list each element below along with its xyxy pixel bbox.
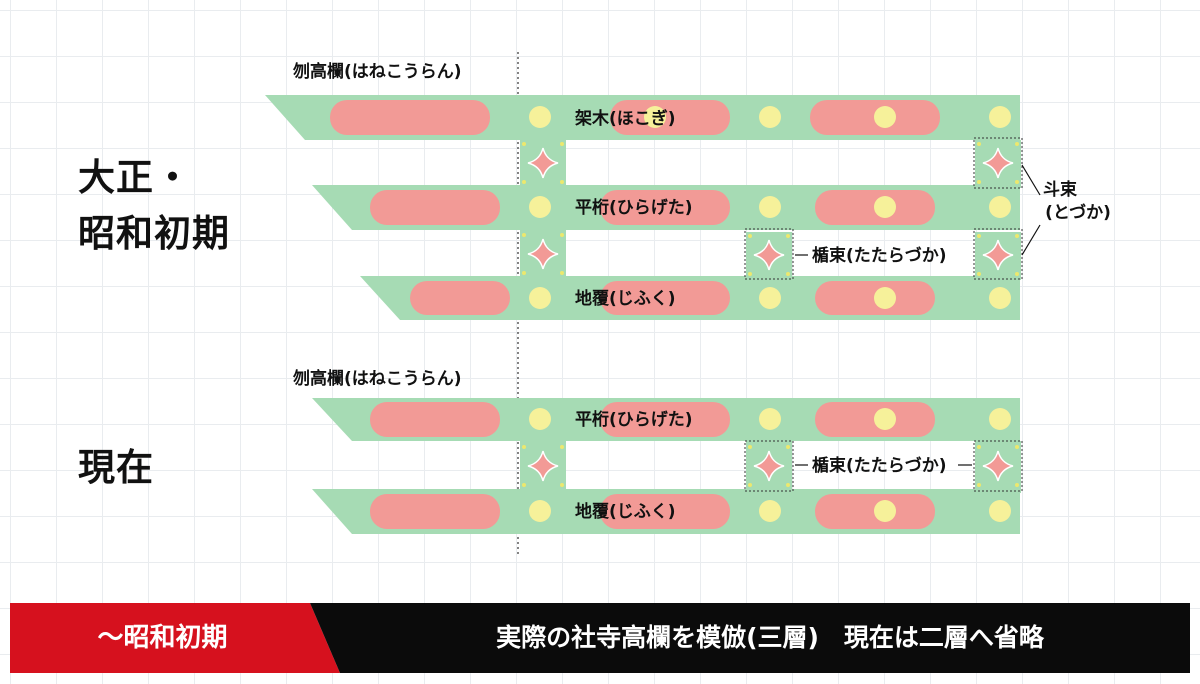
era-label-line: 大正・	[78, 156, 192, 199]
to-label-line2: (とづか)	[1045, 203, 1111, 223]
beam-label: 架木(ほこぎ)	[575, 108, 676, 129]
genzai-section: 刎高欄(はねこうらん) 平桁(ひらげた) 地覆(じふく	[292, 368, 1023, 534]
banner-left-panel	[10, 603, 340, 673]
beam-label: 地覆(じふく)	[575, 501, 676, 522]
to-label-line1: 斗束	[1043, 179, 1077, 200]
beam-jifuku: 地覆(じふく)	[312, 489, 1020, 534]
beam-label: 地覆(じふく)	[575, 288, 676, 309]
banner-era-text: 〜昭和初期	[97, 623, 228, 653]
tatara-post-highlight	[973, 440, 1023, 492]
beam-label: 平桁(ひらげた)	[575, 198, 693, 218]
beam-jifuku: 地覆(じふく)	[360, 276, 1020, 320]
tatara-post-highlight	[744, 228, 794, 280]
era-label-genzai: 現在	[78, 446, 154, 489]
taisho-section: 刎高欄(はねこうらん) 架木(ほこぎ)	[265, 61, 1111, 320]
beam-hokogi: 架木(ほこぎ)	[265, 95, 1020, 140]
era-label-line: 昭和初期	[78, 212, 230, 255]
banner-right-panel	[310, 603, 1190, 673]
beam-label: 平桁(ひらげた)	[575, 410, 693, 430]
summary-banner: 〜昭和初期 実際の社寺高欄を模倣(三層) 現在は二層へ省略	[10, 603, 1190, 673]
top-label: 刎高欄(はねこうらん)	[292, 61, 462, 82]
beam-hirageta: 平桁(ひらげた)	[312, 398, 1020, 441]
to-post-highlight	[973, 137, 1023, 189]
era-label-taisho: 大正・ 昭和初期	[78, 150, 230, 262]
top-label: 刎高欄(はねこうらん)	[292, 368, 462, 389]
tatara-post-highlight	[744, 440, 794, 492]
tatara-label: 楯束(たたらづか)	[812, 245, 947, 266]
beam-hirageta: 平桁(ひらげた)	[312, 185, 1020, 230]
banner-summary-text: 実際の社寺高欄を模倣(三層) 現在は二層へ省略	[496, 623, 1044, 652]
tatara-label: 楯束(たたらづか)	[812, 455, 947, 476]
